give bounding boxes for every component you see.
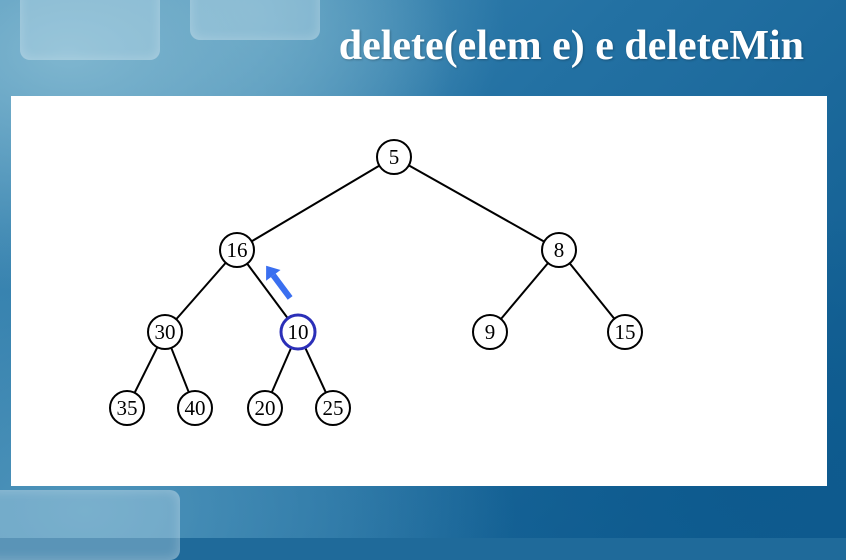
tree-edge	[568, 262, 616, 320]
tree-node-20: 20	[247, 390, 283, 426]
tree-node-30: 30	[147, 314, 183, 350]
tree-node-label: 5	[389, 145, 400, 169]
tree-node-circle	[177, 390, 213, 426]
arrow-head	[266, 265, 281, 281]
tree-node-label: 10	[288, 320, 309, 344]
slide-title: delete(elem e) e deleteMin	[338, 23, 804, 69]
tree-node-circle	[315, 390, 351, 426]
tree-edge	[170, 347, 190, 393]
tree-node-label: 35	[117, 396, 138, 420]
diagram-panel	[11, 96, 827, 486]
tree-node-9: 9	[472, 314, 508, 350]
tree-node-circle	[109, 390, 145, 426]
tree-node-circle	[279, 313, 317, 351]
tree-node-label: 30	[155, 320, 176, 344]
tree-node-16: 16	[219, 232, 255, 268]
tree-node-label: 8	[554, 238, 565, 262]
tree-node-circle	[247, 390, 283, 426]
tree-node-8: 8	[541, 232, 577, 268]
tree-edge	[133, 346, 159, 394]
heap-tree-diagram: 5 16 8 30 10 9 15 35 40 20 25	[109, 139, 643, 426]
tree-edge	[175, 262, 227, 320]
tree-edge	[408, 164, 545, 243]
tree-node-10: 10	[279, 313, 317, 351]
tree-edge	[500, 262, 549, 320]
tree-node-circle	[607, 314, 643, 350]
tree-node-5: 5	[376, 139, 412, 175]
tree-node-label: 40	[185, 396, 206, 420]
tree-node-25: 25	[315, 390, 351, 426]
tree-node-circle	[147, 314, 183, 350]
sift-up-arrow	[266, 265, 293, 300]
tree-node-label: 9	[485, 320, 496, 344]
tree-node-40: 40	[177, 390, 213, 426]
tree-edge	[270, 347, 293, 393]
tree-edges	[133, 164, 616, 394]
tree-node-15: 15	[607, 314, 643, 350]
tree-nodes: 5 16 8 30 10 9 15 35 40 20 25	[109, 139, 643, 426]
tree-edge	[251, 164, 380, 243]
tree-node-label: 16	[227, 238, 248, 262]
arrow-shaft	[270, 273, 293, 300]
tree-edge	[246, 263, 289, 319]
background-keyboard-key	[190, 0, 320, 40]
tree-node-circle	[541, 232, 577, 268]
background-keyboard-key	[20, 0, 160, 60]
tree-node-circle	[376, 139, 412, 175]
tree-node-circle	[219, 232, 255, 268]
tree-node-35: 35	[109, 390, 145, 426]
tree-node-label: 15	[615, 320, 636, 344]
tree-edge	[304, 347, 327, 393]
tree-node-label: 20	[255, 396, 276, 420]
tree-node-label: 25	[323, 396, 344, 420]
tree-node-circle	[472, 314, 508, 350]
